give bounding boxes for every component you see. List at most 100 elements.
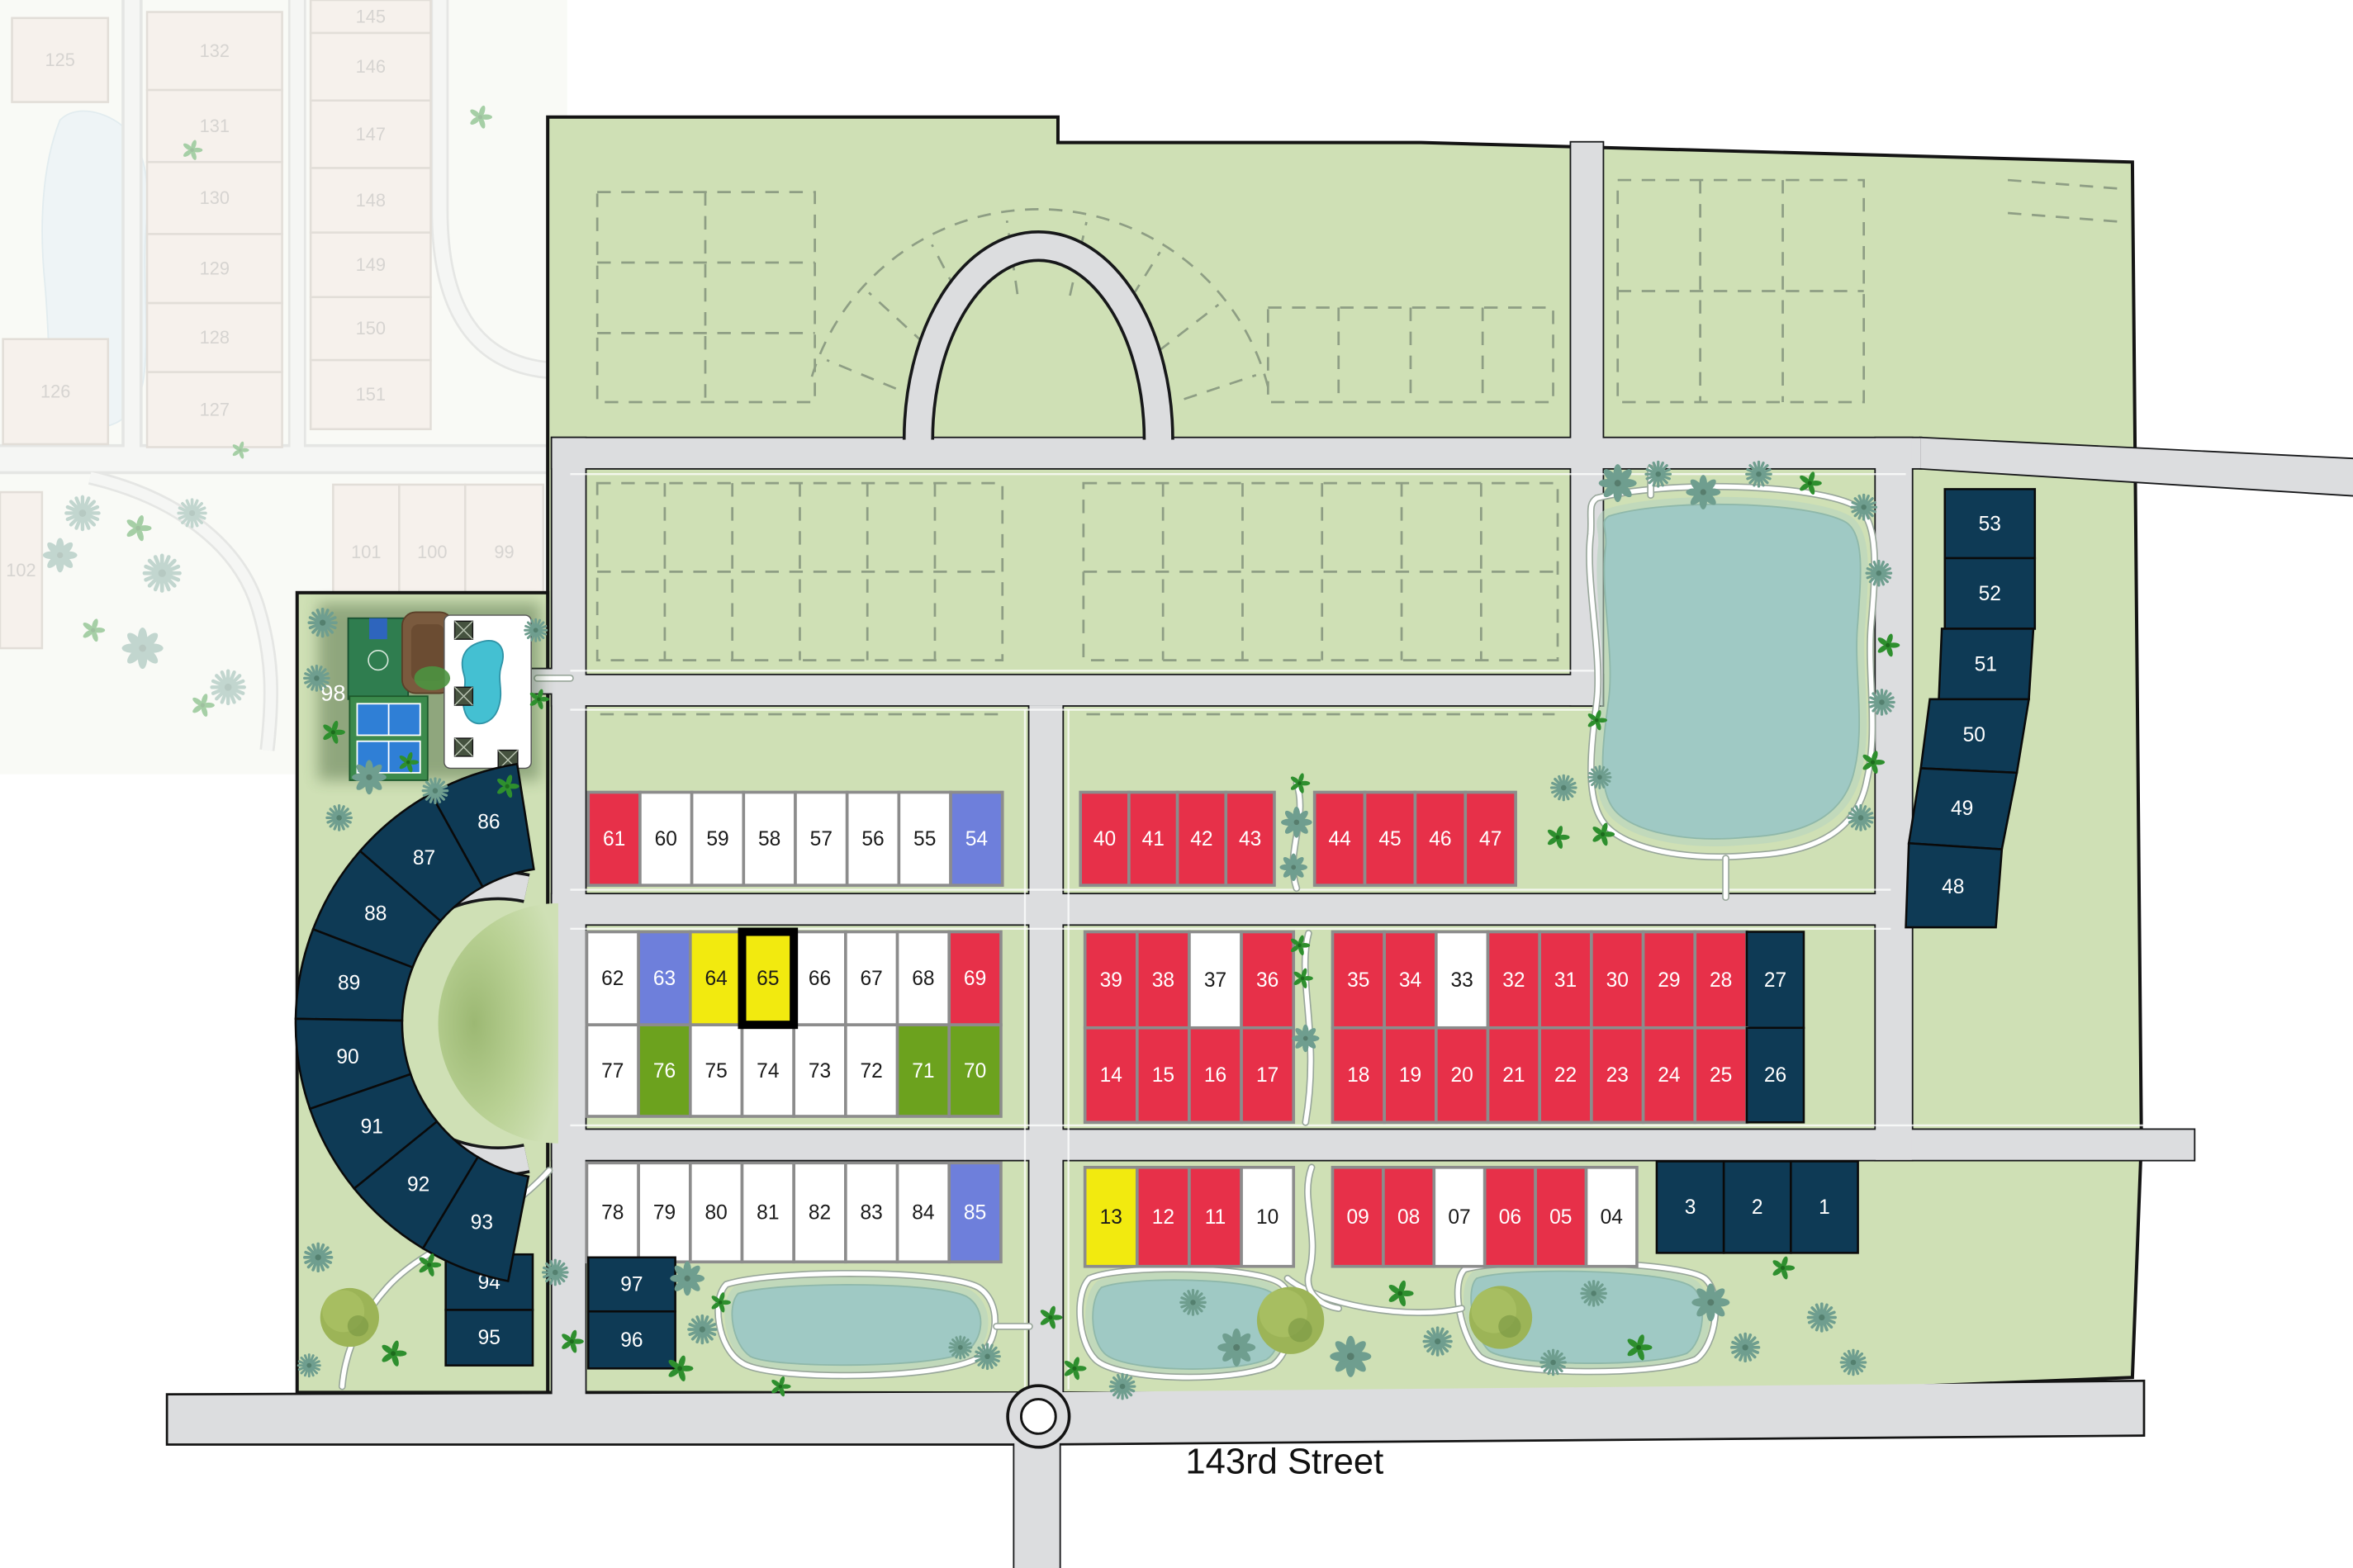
lot-53[interactable]: 53: [1943, 488, 2037, 560]
tree-icon: [325, 804, 353, 831]
lot-12[interactable]: 12: [1135, 1165, 1191, 1268]
lot-81[interactable]: 81: [740, 1161, 795, 1264]
lot-92[interactable]: 92: [353, 1120, 480, 1250]
lot-77[interactable]: 77: [585, 1023, 640, 1118]
lot-10[interactable]: 10: [1240, 1165, 1296, 1268]
lot-96[interactable]: 96: [586, 1310, 676, 1370]
lot-04[interactable]: 04: [1584, 1165, 1639, 1268]
lot-68[interactable]: 68: [895, 930, 951, 1026]
lot-34[interactable]: 34: [1383, 930, 1438, 1030]
lot-82[interactable]: 82: [792, 1161, 847, 1264]
lot-85[interactable]: 85: [947, 1161, 1003, 1264]
lot-62[interactable]: 62: [585, 930, 640, 1026]
lot-17[interactable]: 17: [1240, 1026, 1296, 1125]
lot-56[interactable]: 56: [845, 790, 901, 887]
lot-66[interactable]: 66: [792, 930, 847, 1026]
lot-26[interactable]: 26: [1745, 1026, 1805, 1124]
lot-59[interactable]: 59: [690, 790, 746, 887]
lot-20[interactable]: 20: [1435, 1026, 1490, 1125]
lot-2[interactable]: 2: [1722, 1160, 1792, 1254]
lot-84[interactable]: 84: [895, 1161, 951, 1264]
lot-95[interactable]: 95: [444, 1309, 534, 1367]
lot-30[interactable]: 30: [1590, 930, 1645, 1030]
lot-11[interactable]: 11: [1188, 1165, 1243, 1268]
lot-61[interactable]: 61: [586, 790, 642, 887]
lot-80[interactable]: 80: [688, 1161, 744, 1264]
lot-55[interactable]: 55: [897, 790, 952, 887]
lot-73[interactable]: 73: [792, 1023, 847, 1118]
tree-icon: [687, 1314, 718, 1345]
lot-35[interactable]: 35: [1331, 930, 1386, 1030]
lot-28[interactable]: 28: [1693, 930, 1748, 1030]
lot-label: 145: [356, 6, 386, 26]
lot-47[interactable]: 47: [1464, 790, 1517, 887]
lot-70[interactable]: 70: [947, 1023, 1003, 1118]
lot-37[interactable]: 37: [1188, 930, 1243, 1030]
faded-lot-132: 132: [145, 11, 283, 92]
lot-63[interactable]: 63: [637, 930, 692, 1026]
lot-71[interactable]: 71: [895, 1023, 951, 1118]
lot-38[interactable]: 38: [1135, 930, 1191, 1030]
lot-05[interactable]: 05: [1534, 1165, 1588, 1268]
lot-64[interactable]: 64: [688, 930, 744, 1026]
lot-23[interactable]: 23: [1590, 1026, 1645, 1125]
lot-06[interactable]: 06: [1482, 1165, 1537, 1268]
lot-52[interactable]: 52: [1943, 557, 2037, 630]
lot-72[interactable]: 72: [844, 1023, 899, 1118]
lot-57[interactable]: 57: [794, 790, 849, 887]
lot-39[interactable]: 39: [1083, 930, 1139, 1030]
lot-19[interactable]: 19: [1383, 1026, 1438, 1125]
lot-89[interactable]: 89: [294, 927, 415, 1022]
lot-14[interactable]: 14: [1083, 1026, 1139, 1125]
lot-76[interactable]: 76: [637, 1023, 692, 1118]
lot-78[interactable]: 78: [585, 1161, 640, 1264]
lot-18[interactable]: 18: [1331, 1026, 1386, 1125]
lot-42[interactable]: 42: [1175, 790, 1228, 887]
lot-22[interactable]: 22: [1538, 1026, 1593, 1125]
lot-50[interactable]: 50: [1919, 698, 2031, 775]
lot-07[interactable]: 07: [1432, 1165, 1487, 1268]
lot-75[interactable]: 75: [688, 1023, 744, 1118]
lot-08[interactable]: 08: [1382, 1165, 1436, 1268]
lot-09[interactable]: 09: [1331, 1165, 1385, 1268]
lot-16[interactable]: 16: [1188, 1026, 1243, 1125]
lot-58[interactable]: 58: [742, 790, 797, 887]
lot-51[interactable]: 51: [1938, 628, 2035, 701]
lot-27[interactable]: 27: [1745, 931, 1805, 1030]
lot-69[interactable]: 69: [947, 930, 1003, 1026]
lot-74[interactable]: 74: [740, 1023, 795, 1118]
lot-79[interactable]: 79: [637, 1161, 692, 1264]
lot-67[interactable]: 67: [844, 930, 899, 1026]
lot-31[interactable]: 31: [1538, 930, 1593, 1030]
lot-48[interactable]: 48: [1905, 841, 2004, 929]
lot-93[interactable]: 93: [421, 1155, 530, 1283]
lot-60[interactable]: 60: [638, 790, 694, 887]
lot-97[interactable]: 97: [586, 1256, 676, 1313]
faded-lot-127: 127: [145, 371, 283, 448]
lot-65[interactable]: 65: [738, 927, 799, 1030]
lot-24[interactable]: 24: [1641, 1026, 1697, 1125]
lot-40[interactable]: 40: [1079, 790, 1131, 887]
lot-49[interactable]: 49: [1907, 767, 2019, 850]
lot-3[interactable]: 3: [1655, 1160, 1725, 1254]
lot-21[interactable]: 21: [1486, 1026, 1542, 1125]
lot-45[interactable]: 45: [1363, 790, 1417, 887]
lot-25[interactable]: 25: [1693, 1026, 1748, 1125]
tree-icon: [1686, 475, 1721, 509]
lot-label: 80: [705, 1201, 728, 1224]
lot-label: 132: [200, 40, 230, 61]
faded-lot-130: 130: [145, 160, 283, 235]
lot-13[interactable]: 13: [1083, 1165, 1139, 1268]
lot-36[interactable]: 36: [1240, 930, 1296, 1030]
lot-46[interactable]: 46: [1413, 790, 1468, 887]
lot-43[interactable]: 43: [1224, 790, 1276, 887]
lot-54[interactable]: 54: [949, 790, 1004, 887]
lot-33[interactable]: 33: [1435, 930, 1490, 1030]
lot-41[interactable]: 41: [1127, 790, 1179, 887]
lot-44[interactable]: 44: [1312, 790, 1367, 887]
lot-83[interactable]: 83: [844, 1161, 899, 1264]
lot-1[interactable]: 1: [1790, 1160, 1859, 1254]
lot-29[interactable]: 29: [1641, 930, 1697, 1030]
lot-32[interactable]: 32: [1486, 930, 1542, 1030]
lot-15[interactable]: 15: [1135, 1026, 1191, 1125]
